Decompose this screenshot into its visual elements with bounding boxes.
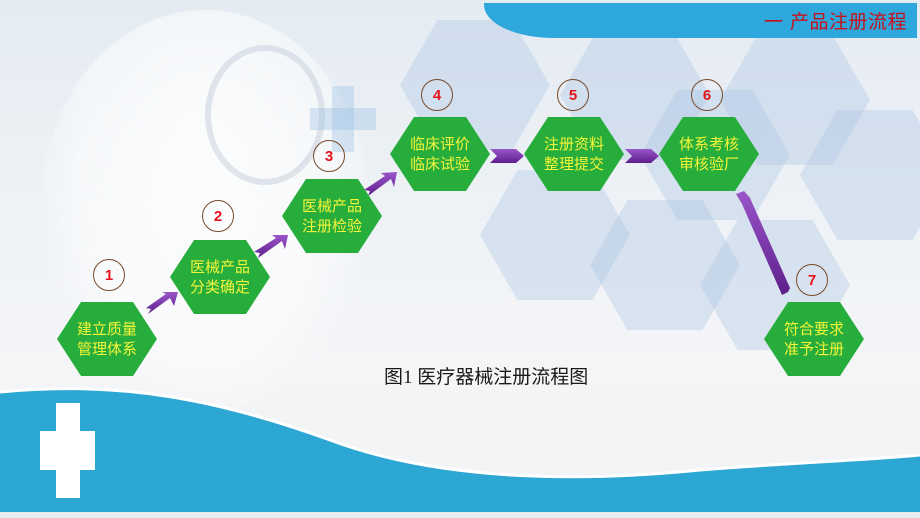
step-5-hexagon[interactable]: 注册资料 整理提交 (524, 117, 624, 191)
step-number-6: 6 (691, 79, 723, 111)
step-number-2: 2 (202, 200, 234, 232)
step-6-line2: 审核验厂 (678, 155, 739, 173)
step-4-line2: 临床试验 (409, 155, 470, 173)
step-4-hexagon[interactable]: 临床评价 临床试验 (390, 117, 490, 191)
arrow-2-3 (254, 235, 288, 258)
step-number-4: 4 (421, 79, 453, 111)
step-1-line2: 管理体系 (76, 340, 137, 358)
step-6-line1: 体系考核 (678, 135, 739, 153)
arrow-1-2 (146, 292, 178, 314)
step-3-line2: 注册检验 (301, 217, 362, 235)
step-2-hexagon[interactable]: 医械产品 分类确定 (170, 240, 270, 314)
step-2-line1: 医械产品 (189, 258, 250, 276)
step-2-line2: 分类确定 (189, 278, 250, 296)
step-1-hexagon[interactable]: 建立质量 管理体系 (57, 302, 157, 376)
arrow-6-7 (736, 191, 790, 295)
step-number-7: 7 (796, 264, 828, 296)
step-7-hexagon[interactable]: 符合要求 准予注册 (764, 302, 864, 376)
step-5-line1: 注册资料 (543, 135, 604, 153)
step-5-line2: 整理提交 (543, 155, 604, 173)
step-1-line1: 建立质量 (76, 320, 137, 338)
bg-cross-icon (310, 108, 376, 130)
step-3-hexagon[interactable]: 医械产品 注册检验 (282, 179, 382, 253)
bg-cross-icon (332, 86, 354, 152)
bg-stethoscope (205, 45, 325, 185)
step-7-line1: 符合要求 (783, 320, 844, 338)
step-6-hexagon[interactable]: 体系考核 审核验厂 (659, 117, 759, 191)
bottom-strip (0, 512, 920, 518)
arrow-5-6 (625, 149, 659, 163)
header-bar: 一 产品注册流程 (484, 3, 917, 38)
step-number-1: 1 (93, 259, 125, 291)
figure-caption: 图1 医疗器械注册流程图 (384, 367, 589, 388)
page-title: 一 产品注册流程 (763, 11, 907, 33)
arrow-3-4 (364, 172, 397, 196)
step-number-5: 5 (557, 79, 589, 111)
arrow-4-5 (490, 149, 524, 163)
step-number-3: 3 (313, 140, 345, 172)
step-4-line1: 临床评价 (409, 135, 470, 153)
step-3-line1: 医械产品 (301, 197, 362, 215)
step-7-line2: 准予注册 (783, 340, 844, 358)
